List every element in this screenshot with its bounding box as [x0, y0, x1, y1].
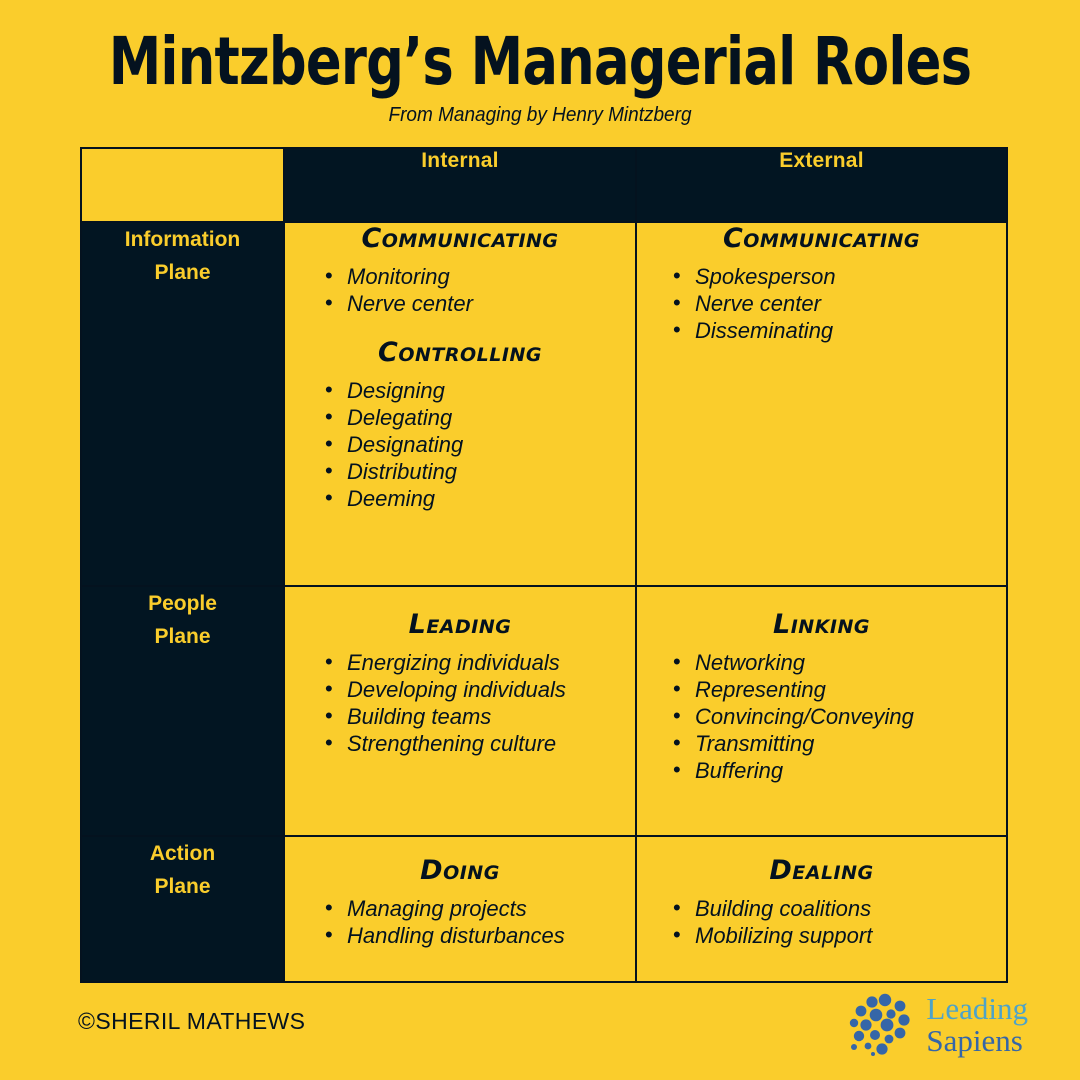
list-item: Energizing individuals [325, 648, 635, 676]
list-item: Convincing/Conveying [673, 702, 1006, 730]
row-header-line2: Plane [154, 261, 211, 284]
copyright-credit: ©SHERIL MATHEWS [78, 1008, 306, 1034]
group-title: Doing [420, 855, 500, 887]
cell-people-external: Linking Networking Representing Convinci… [635, 584, 1008, 838]
list-item: Monitoring [325, 262, 635, 290]
cell-information-internal: Communicating Monitoring Nerve center Co… [283, 221, 637, 587]
row-header-action-plane: Action Plane [80, 835, 285, 983]
logo-word-line1: Leading [926, 991, 1028, 1026]
column-header-internal: Internal [283, 147, 637, 223]
group-title: Linking [773, 608, 870, 640]
list-item: Nerve center [673, 289, 1006, 317]
group-item-list: Monitoring Nerve center [285, 262, 635, 317]
group-controlling-internal: Controlling Designing Delegating Designa… [285, 337, 635, 512]
group-title: Leading [408, 608, 512, 640]
list-item: Mobilizing support [673, 921, 1006, 949]
row-header-line1: Information [124, 228, 241, 251]
list-item: Buffering [673, 756, 1006, 784]
page-title: Mintzberg’s Managerial Roles [108, 23, 972, 100]
row-header-line2: Plane [154, 875, 211, 899]
column-header-external: External [635, 147, 1008, 223]
row-header-information-plane: Information Plane [80, 221, 285, 587]
list-item: Representing [673, 675, 1006, 703]
list-item: Nerve center [325, 289, 635, 317]
list-item: Networking [673, 648, 1006, 676]
group-item-list: Managing projects Handling disturbances [285, 894, 635, 949]
table-row: Information Plane Communicating Monitori… [80, 221, 1008, 587]
table-row: People Plane Leading Energizing individu… [80, 584, 1008, 838]
group-title: Dealing [769, 855, 874, 887]
list-item: Developing individuals [325, 675, 635, 703]
cell-information-external: Communicating Spokesperson Nerve center … [635, 221, 1008, 587]
list-item: Building coalitions [673, 894, 1006, 922]
list-item: Delegating [325, 403, 635, 431]
list-item: Managing projects [325, 894, 635, 922]
matrix-corner-cell [80, 147, 285, 223]
group-item-list: Spokesperson Nerve center Disseminating [637, 262, 1006, 344]
list-item: Handling disturbances [325, 921, 635, 949]
leading-sapiens-logo: Leading Sapiens [842, 992, 1028, 1058]
dot-spiral-logo-icon [850, 993, 911, 1056]
group-doing: Doing Managing projects Handling disturb… [285, 855, 635, 949]
group-dealing: Dealing Building coalitions Mobilizing s… [637, 855, 1006, 949]
group-linking: Linking Networking Representing Convinci… [637, 609, 1006, 784]
group-item-list: Networking Representing Convincing/Conve… [637, 648, 1006, 784]
cell-action-external: Dealing Building coalitions Mobilizing s… [635, 835, 1008, 983]
group-title: Communicating [722, 223, 921, 254]
row-header-line1: People [148, 591, 217, 615]
table-row: Action Plane Doing Managing projects Han… [80, 835, 1008, 983]
group-communicating-internal: Communicating Monitoring Nerve center [285, 223, 635, 317]
group-item-list: Designing Delegating Designating Distrib… [285, 376, 635, 512]
list-item: Designing [325, 376, 635, 404]
list-item: Transmitting [673, 729, 1006, 757]
row-header-line1: Action [149, 842, 216, 866]
list-item: Distributing [325, 457, 635, 485]
managerial-roles-matrix: Internal External Information Plane Comm… [80, 147, 1008, 983]
matrix-header-row: Internal External [80, 147, 1008, 223]
title-block: Mintzberg’s Managerial Roles From Managi… [0, 26, 1080, 127]
row-header-people-plane: People Plane [80, 584, 285, 838]
group-item-list: Building coalitions Mobilizing support [637, 894, 1006, 949]
page-subtitle: From Managing by Henry Mintzberg [388, 104, 692, 126]
logo-word-line2: Sapiens [926, 1023, 1023, 1058]
list-item: Deeming [325, 484, 635, 512]
logo-wordmark: Leading Sapiens [926, 993, 1028, 1057]
group-leading: Leading Energizing individuals Developin… [285, 609, 635, 757]
group-title: Communicating [361, 223, 559, 254]
list-item: Disseminating [673, 316, 1006, 344]
list-item: Spokesperson [673, 262, 1006, 290]
list-item: Designating [325, 430, 635, 458]
list-item: Building teams [325, 702, 635, 730]
group-item-list: Energizing individuals Developing indivi… [285, 648, 635, 757]
list-item: Strengthening culture [325, 729, 635, 757]
group-title: Controlling [378, 337, 542, 368]
group-communicating-external: Communicating Spokesperson Nerve center … [637, 223, 1006, 344]
row-header-line2: Plane [154, 624, 211, 648]
cell-action-internal: Doing Managing projects Handling disturb… [283, 835, 637, 983]
cell-people-internal: Leading Energizing individuals Developin… [283, 584, 637, 838]
